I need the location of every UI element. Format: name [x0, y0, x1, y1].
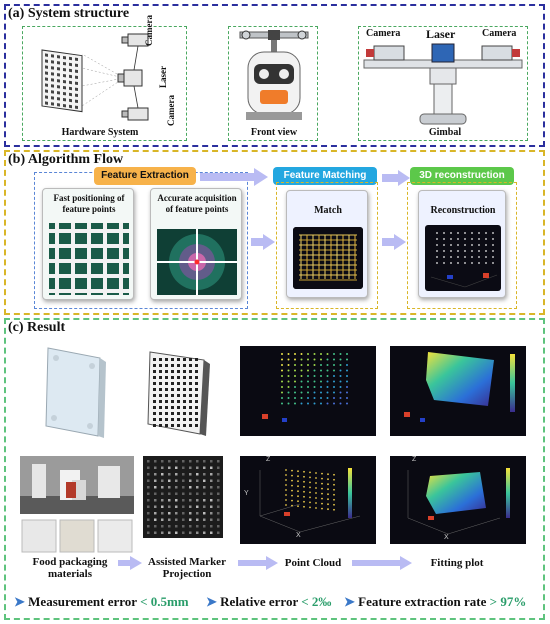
chevron-right-icon: ➤	[14, 594, 25, 609]
point-cloud-image	[240, 346, 376, 436]
arrow-icon	[382, 234, 406, 250]
fitting-3d-plot	[390, 456, 526, 544]
fitting-image	[390, 346, 526, 436]
gimbal-panel	[358, 26, 528, 141]
point-cloud-axis-z: Z	[266, 456, 271, 463]
card-fast-label: Fast positioning of feature points	[53, 193, 125, 214]
marker-projection-photo	[143, 456, 223, 538]
chevron-right-icon: ➤	[344, 594, 355, 609]
card-accurate-acquisition: Accurate acquisition of feature points	[150, 188, 242, 300]
camera-icon	[121, 33, 149, 47]
front-view-panel	[228, 26, 318, 141]
card-fast-positioning: Fast positioning of feature points	[42, 188, 134, 300]
camera-icon	[481, 45, 520, 61]
camera-icon	[121, 107, 149, 121]
gimbal-label-camera-left: Camera	[366, 28, 401, 39]
metric-value: > 97%	[489, 594, 527, 609]
point-cloud-axis-y: Y	[244, 490, 249, 497]
feature-extraction-pill: Feature Extraction	[94, 167, 196, 185]
metric-relative-error: ➤ Relative error < 2‰	[206, 594, 331, 610]
fitting-axis-z: Z	[412, 456, 417, 463]
reconstruction-screen	[425, 225, 501, 291]
arrow-icon	[352, 556, 412, 570]
feature-point-image	[157, 229, 237, 295]
front-view-caption: Front view	[250, 127, 298, 138]
hardware-label-camera-top: Camera	[144, 15, 154, 46]
hardware-panel	[22, 26, 187, 141]
gimbal-illustration	[363, 43, 523, 125]
caption-marker-projection: Assisted Marker Projection	[148, 556, 226, 580]
metric-feature-extraction-rate: ➤ Feature extraction rate > 97%	[344, 594, 526, 610]
section-b-title: (b) Algorithm Flow	[8, 152, 124, 167]
arrow-icon	[200, 168, 268, 186]
chevron-right-icon: ➤	[206, 594, 217, 609]
reconstruction-panel	[407, 182, 517, 309]
hardware-label-camera-bottom: Camera	[166, 95, 176, 126]
metric-value: < 2‰	[301, 594, 332, 609]
camera-icon	[366, 45, 405, 61]
metric-value: < 0.5mm	[140, 594, 189, 609]
caption-food-packaging: Food packaging materials	[32, 556, 108, 580]
metric-label: Measurement error	[28, 594, 137, 609]
section-c	[4, 318, 545, 620]
caption-fitting-plot: Fitting plot	[430, 557, 484, 569]
laser-icon	[117, 69, 143, 87]
gimbal-label-camera-right: Camera	[482, 28, 517, 39]
reconstruction-pill: 3D reconstruction	[410, 167, 514, 185]
card-reconstruction: Reconstruction	[418, 190, 506, 298]
marker-board-image	[147, 351, 210, 436]
fitting-axis-x: X	[444, 534, 449, 541]
point-cloud-axis-x: X	[296, 532, 301, 539]
point-cloud-3d-plot	[240, 456, 376, 544]
card-accurate-label: Accurate acquisition of feature points	[157, 193, 237, 214]
section-c-title: (c) Result	[8, 320, 66, 335]
card-reconstruction-label: Reconstruction	[430, 205, 496, 216]
metric-measurement-error: ➤ Measurement error < 0.5mm	[14, 594, 189, 610]
card-match: Match	[286, 190, 368, 298]
metric-label: Relative error	[220, 594, 298, 609]
caption-point-cloud: Point Cloud	[284, 557, 342, 569]
grid-marker-image	[49, 223, 129, 295]
hardware-caption: Hardware System	[61, 127, 139, 138]
front-view-robot	[239, 30, 309, 120]
metric-label: Feature extraction rate	[358, 594, 487, 609]
sample-tile-image	[45, 347, 106, 438]
hardware-illustration	[41, 33, 149, 121]
section-a-title: (a) System structure	[8, 6, 130, 21]
card-match-label: Match	[314, 205, 342, 216]
gimbal-caption: Gimbal	[428, 127, 462, 138]
feature-matching-pill: Feature Matching	[273, 167, 377, 185]
arrow-icon	[251, 234, 275, 250]
arrow-icon	[382, 170, 410, 186]
hardware-label-laser: Laser	[158, 66, 168, 88]
arrow-icon	[118, 556, 142, 570]
gimbal-label-laser: Laser	[426, 27, 456, 41]
match-screen	[293, 227, 363, 289]
food-packaging-photo	[20, 456, 134, 553]
section-a	[4, 4, 545, 147]
section-b	[4, 150, 545, 315]
laser-icon	[431, 43, 455, 63]
arrow-icon	[238, 556, 278, 570]
matching-panel	[276, 182, 378, 309]
